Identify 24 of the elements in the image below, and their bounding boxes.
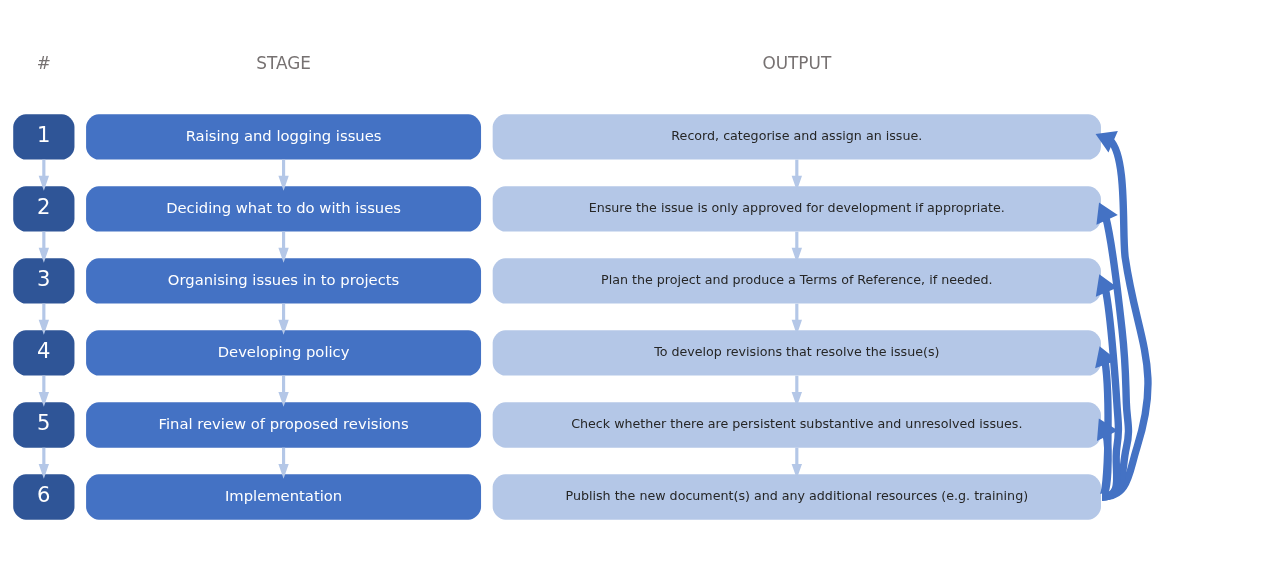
node-box: Ensure the issue is only approved for development if appropriate. <box>492 186 1101 232</box>
arrow <box>1095 274 1123 501</box>
arrow <box>1095 130 1152 501</box>
node-box: 6 <box>13 474 75 520</box>
node-box: Organising issues in to projects <box>86 258 482 304</box>
node-box: 5 <box>13 402 75 448</box>
node-box: Raising and logging issues <box>86 114 482 160</box>
node-box: Publish the new document(s) and any additional resources (e.g. training) <box>492 474 1101 520</box>
node-box: Deciding what to do with issues <box>86 186 482 232</box>
node-box: Implementation <box>86 474 482 520</box>
node-box: 2 <box>13 186 75 232</box>
node-box: To develop revisions that resolve the issue(s) <box>492 330 1101 376</box>
label: STAGE <box>256 52 311 73</box>
label: # <box>36 52 51 73</box>
node-box: Check whether there are persistent substantive and unresolved issues. <box>492 402 1101 448</box>
node-box: Developing policy <box>86 330 482 376</box>
node-box: 4 <box>13 330 75 376</box>
node-box: Final review of proposed revisions <box>86 402 482 448</box>
node-box: 1 <box>13 114 75 160</box>
node-box: Plan the project and produce a Terms of Reference, if needed. <box>492 258 1101 304</box>
node-box: Record, categorise and assign an issue. <box>492 114 1101 160</box>
label: OUTPUT <box>762 52 832 73</box>
node-box: 3 <box>13 258 75 304</box>
arrow <box>1096 202 1133 501</box>
